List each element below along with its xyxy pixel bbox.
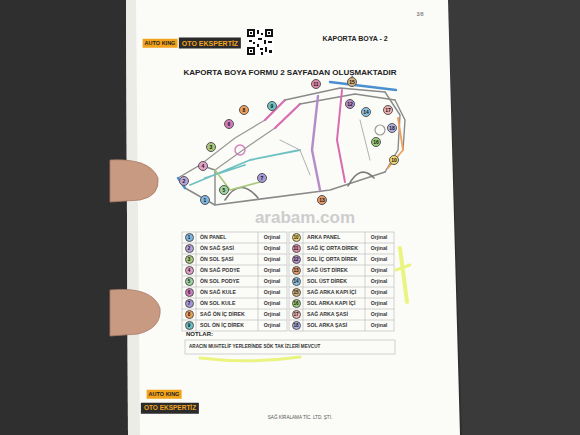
callout-number: 9	[267, 101, 277, 111]
callout-number: 14	[361, 107, 371, 117]
part-name: SAĞ ARKA KAPI İÇİ	[307, 290, 356, 295]
callout-number: 12	[345, 99, 355, 109]
status-cell: Orjinal	[371, 312, 387, 317]
callout-number: 6	[224, 119, 234, 129]
part-number: 7	[188, 301, 191, 306]
part-number: 9	[188, 323, 191, 328]
callout-number: 2	[179, 176, 189, 186]
part-number: 4	[188, 268, 191, 273]
status-cell: Orjinal	[371, 290, 387, 295]
hand	[110, 160, 160, 336]
logo-mark: AUTO KING	[147, 390, 182, 399]
part-name: ÖN SOL KULE	[200, 301, 235, 306]
status-cell: Orjinal	[371, 268, 387, 273]
part-number: 12	[293, 257, 298, 262]
callout-number: 8	[239, 105, 249, 115]
part-number: 1	[188, 235, 191, 240]
status-cell: Orjinal	[371, 235, 387, 240]
part-name: SAĞ İÇ ORTA DİREK	[307, 246, 358, 251]
callout-number: 3	[206, 142, 216, 152]
logo-text: OTO EKSPERTİZ	[179, 38, 241, 49]
part-number: 11	[294, 246, 299, 251]
notes-box	[185, 340, 395, 354]
part-name: ÖN SAĞ PODYE	[200, 268, 240, 273]
status-cell: Orjinal	[371, 246, 387, 251]
status-cell: Orjinal	[264, 323, 280, 328]
page-heading: KAPORTA BOYA - 2	[322, 35, 387, 42]
paper-sheet	[126, 0, 460, 435]
part-name: SAĞ ÖN İÇ DİREK	[200, 312, 245, 317]
part-name: ÖN SOL ŞASİ	[200, 257, 233, 262]
part-number: 5	[188, 279, 191, 284]
status-cell: Orjinal	[264, 312, 280, 317]
callout-number: 18	[387, 123, 397, 133]
form-title: KAPORTA BOYA FORMU 2 SAYFADAN OLUŞMAKTAD…	[183, 69, 396, 77]
status-cell: Orjinal	[264, 301, 280, 306]
parts-table-grid	[182, 232, 394, 331]
callout-number: 5	[219, 185, 229, 195]
part-name: ÖN PANEL	[200, 235, 226, 240]
callout-number: 11	[311, 79, 321, 89]
status-cell: Orjinal	[264, 257, 280, 262]
part-name: SAĞ ARKA ŞASİ	[307, 312, 348, 317]
callout-number: 13	[317, 195, 327, 205]
part-name: SOL İÇ ORTA DİREK	[307, 257, 357, 262]
callout-number: 15	[347, 77, 357, 87]
status-cell: Orjinal	[371, 279, 387, 284]
dark-surface	[448, 0, 580, 435]
callout-number: 16	[371, 137, 381, 147]
part-number: 10	[293, 235, 298, 240]
callout-number: 17	[383, 105, 393, 115]
status-cell: Orjinal	[264, 246, 280, 251]
page-number: 3/8	[417, 12, 424, 17]
part-number: 13	[293, 268, 298, 273]
part-name: SOL ÜST DİREK	[307, 279, 347, 284]
part-number: 17	[293, 312, 298, 317]
part-name: SOL ARKA ŞASİ	[307, 323, 347, 328]
part-number: 6	[188, 290, 191, 295]
watermark: arabam.com	[255, 209, 355, 226]
callout-number: 1	[200, 195, 210, 205]
paper-edge	[126, 0, 140, 435]
part-number: 14	[293, 279, 298, 284]
logo-text: OTO EKSPERTİZ	[141, 403, 199, 414]
status-cell: Orjinal	[264, 268, 280, 273]
qr-code	[246, 28, 274, 56]
car-body-wireframe	[178, 82, 405, 205]
callout-number: 10	[389, 155, 399, 165]
status-cell: Orjinal	[264, 279, 280, 284]
status-cell: Orjinal	[264, 290, 280, 295]
part-name: ÖN SAĞ KULE	[200, 290, 236, 295]
part-number: 18	[293, 323, 298, 328]
callout-number: 7	[257, 173, 267, 183]
part-number: 15	[293, 290, 298, 295]
status-cell: Orjinal	[264, 235, 280, 240]
part-number: 3	[188, 257, 191, 262]
logo-mark: AUTO KING	[143, 39, 178, 48]
part-name: SOL ARKA KAPI İÇİ	[307, 301, 356, 306]
status-cell: Orjinal	[371, 301, 387, 306]
notes-heading: NOTLAR:	[186, 331, 213, 337]
part-number: 8	[188, 312, 191, 317]
part-name: ÖN SAĞ ŞASİ	[200, 246, 234, 251]
status-cell: Orjinal	[371, 257, 387, 262]
callout-number: 4	[198, 161, 208, 171]
part-name: SOL ÖN İÇ DİREK	[200, 323, 244, 328]
part-name: ARKA PANEL	[307, 235, 340, 240]
part-name: ÖN SOL PODYE	[200, 279, 239, 284]
part-name: SAĞ ÜST DİREK	[307, 268, 348, 273]
notes-text: ARACIN MUHTELİF YERLERİNDE SÖK TAK İZLER…	[189, 345, 320, 350]
part-number: 16	[293, 301, 298, 306]
status-cell: Orjinal	[371, 323, 387, 328]
footer-text: SAĞ KİRALAMA TİC. LTD. ŞTİ.	[268, 416, 332, 421]
part-number: 2	[188, 246, 191, 251]
